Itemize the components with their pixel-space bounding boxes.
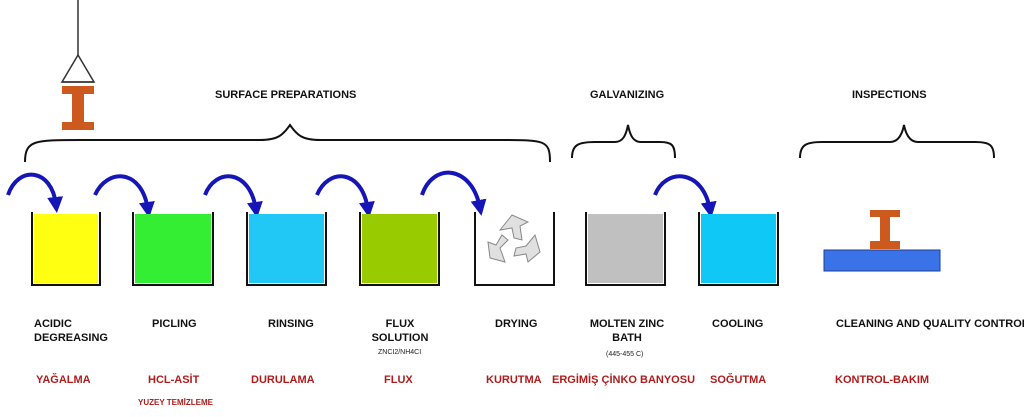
- step-tr-degreasing: YAĞALMA: [36, 374, 91, 386]
- step-label-cooling: COOLING: [712, 318, 764, 330]
- section-inspections: INSPECTIONS: [852, 89, 927, 101]
- tank-cooling: [698, 212, 779, 286]
- flow-arrow-1: [6, 172, 64, 213]
- section-surface-preparations: SURFACE PREPARATIONS: [215, 89, 357, 101]
- step-label-flux: FLUX SOLUTION: [371, 318, 429, 344]
- step-tr-drying: KURUTMA: [486, 374, 542, 386]
- hanging-steel-beam-icon: [62, 86, 94, 130]
- crane-hook-icon: [60, 0, 96, 83]
- step-label-picling: PICLING: [152, 318, 197, 330]
- flow-arrow-5: [420, 170, 487, 216]
- tank-molten-zinc: [585, 212, 666, 286]
- flow-arrow-4: [315, 174, 375, 218]
- step-tr-molten-zinc: ERGİMİŞ ÇİNKO BANYOSU: [552, 374, 696, 386]
- picling-subnote: YUZEY TEMİZLEME: [138, 398, 213, 407]
- step-tr-cleaning-quality: KONTROL-BAKIM: [835, 374, 930, 386]
- step-tr-rinsing: DURULAMA: [251, 374, 315, 386]
- steel-beam-icon: [870, 210, 900, 249]
- flux-chemical-note: ZNCI2/NH4CI: [378, 349, 422, 356]
- step-label-degreasing: ACIDIC DEGREASING: [34, 318, 108, 344]
- section-galvanizing: GALVANIZING: [590, 89, 665, 101]
- flow-arrow-3: [203, 174, 263, 218]
- step-label-cleaning-quality: CLEANING AND QUALITY CONTROL: [836, 318, 1024, 330]
- recycle-icon: [487, 214, 541, 263]
- tank-degreasing: [31, 212, 101, 286]
- zinc-temperature-note: (445-455 C): [606, 351, 644, 358]
- step-label-drying: DRYING: [495, 318, 538, 330]
- step-tr-cooling: SOĞUTMA: [710, 374, 767, 386]
- flow-arrow-2: [93, 174, 155, 218]
- galvanizing-brace: [571, 124, 676, 159]
- surface-preparations-brace: [24, 123, 551, 163]
- step-tr-flux: FLUX: [384, 374, 413, 386]
- step-label-rinsing: RINSING: [268, 318, 314, 330]
- tank-drying: [474, 212, 555, 286]
- step-label-molten-zinc: MOLTEN ZINC BATH: [589, 318, 665, 344]
- tank-flux: [359, 212, 440, 286]
- tank-rinsing: [246, 212, 327, 286]
- flow-arrow-6: [653, 174, 717, 218]
- tank-picling: [132, 212, 214, 286]
- inspections-brace: [799, 124, 995, 159]
- inspection-platform: [823, 249, 941, 272]
- step-tr-picling: HCL-ASİT: [148, 374, 200, 386]
